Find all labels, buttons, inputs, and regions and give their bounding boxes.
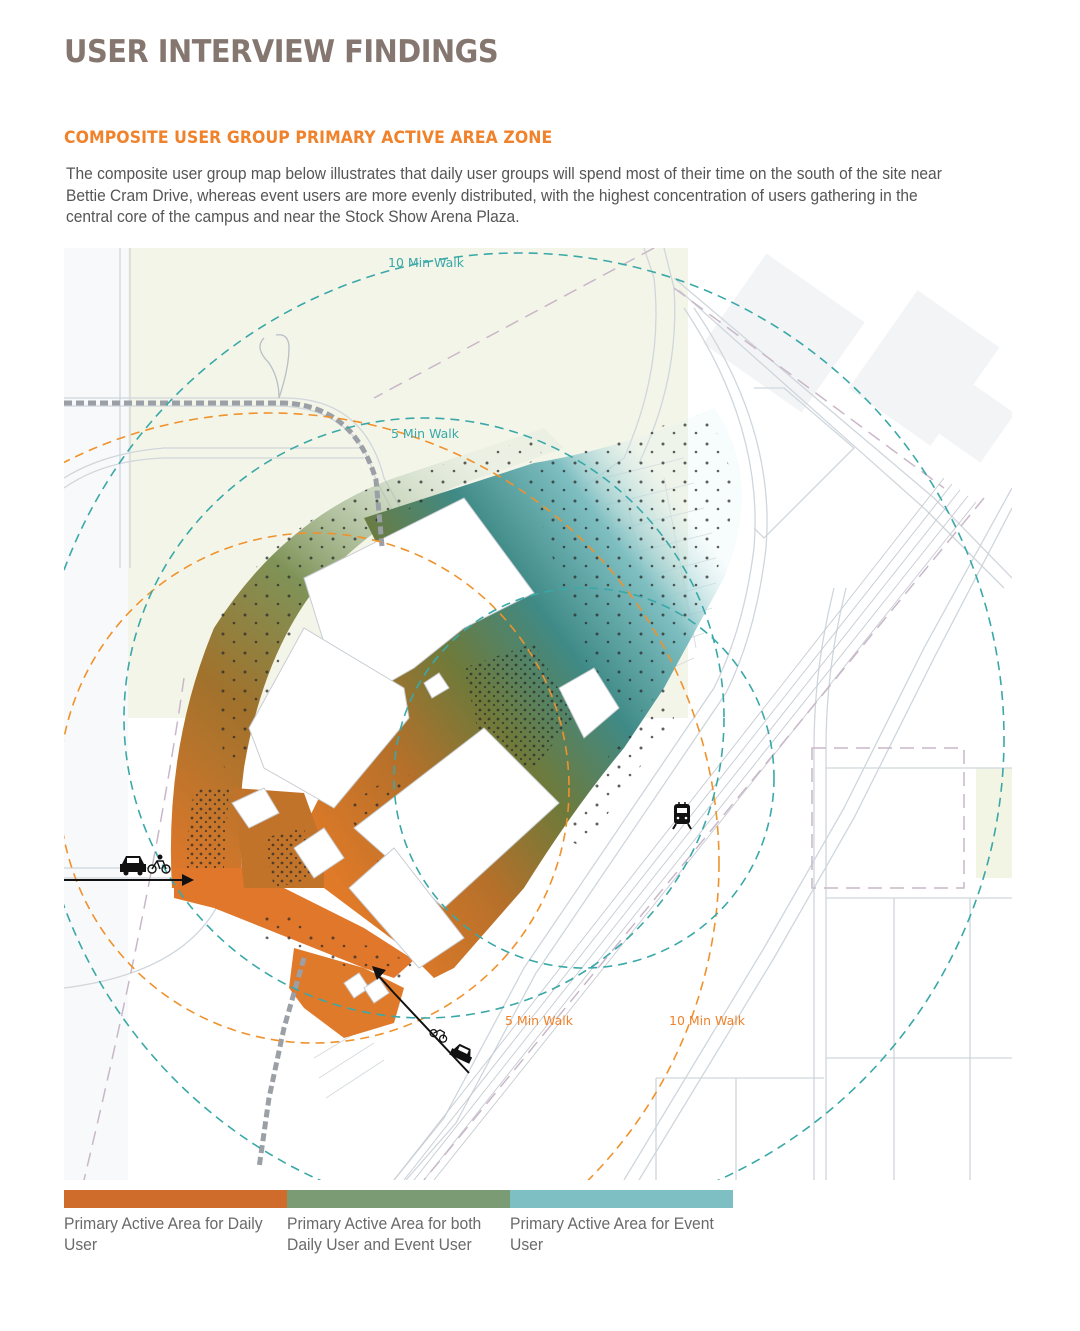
car-icon <box>120 856 146 876</box>
building-south <box>348 847 465 969</box>
walk-radius-daily-10min <box>64 412 720 1180</box>
legend-label-daily: Primary Active Area for Daily User <box>64 1215 263 1254</box>
bicycle-icon <box>147 854 171 874</box>
label-event-10min: 10 Min Walk <box>388 255 465 270</box>
legend-swatch-event <box>510 1190 733 1208</box>
walk-radius-daily-5min <box>64 532 570 1044</box>
section-description: The composite user group map below illus… <box>66 165 942 226</box>
legend-swatch-shared <box>287 1190 510 1208</box>
train-icon <box>672 802 692 830</box>
walk-radius-event-5min <box>123 417 725 1019</box>
legend-label-event: Primary Active Area for Event User <box>510 1215 714 1254</box>
site-map: 10 Min Walk 5 Min Walk 5 Min Walk 10 Min… <box>64 248 1012 1180</box>
label-event-5min: 5 Min Walk <box>391 426 460 441</box>
label-daily-10min: 10 Min Walk <box>669 1013 746 1028</box>
building-coliseum <box>248 627 410 809</box>
legend-swatch-daily <box>64 1190 287 1208</box>
car-icon <box>449 1043 473 1064</box>
bicycle-icon <box>429 1029 448 1043</box>
page-title: USER INTERVIEW FINDINGS <box>64 34 499 70</box>
section-title: COMPOSITE USER GROUP PRIMARY ACTIVE AREA… <box>64 128 553 147</box>
legend-label-shared: Primary Active Area for both Daily User … <box>287 1215 482 1254</box>
label-daily-5min: 5 Min Walk <box>505 1013 574 1028</box>
walk-radius-event-10min <box>64 252 1005 1180</box>
